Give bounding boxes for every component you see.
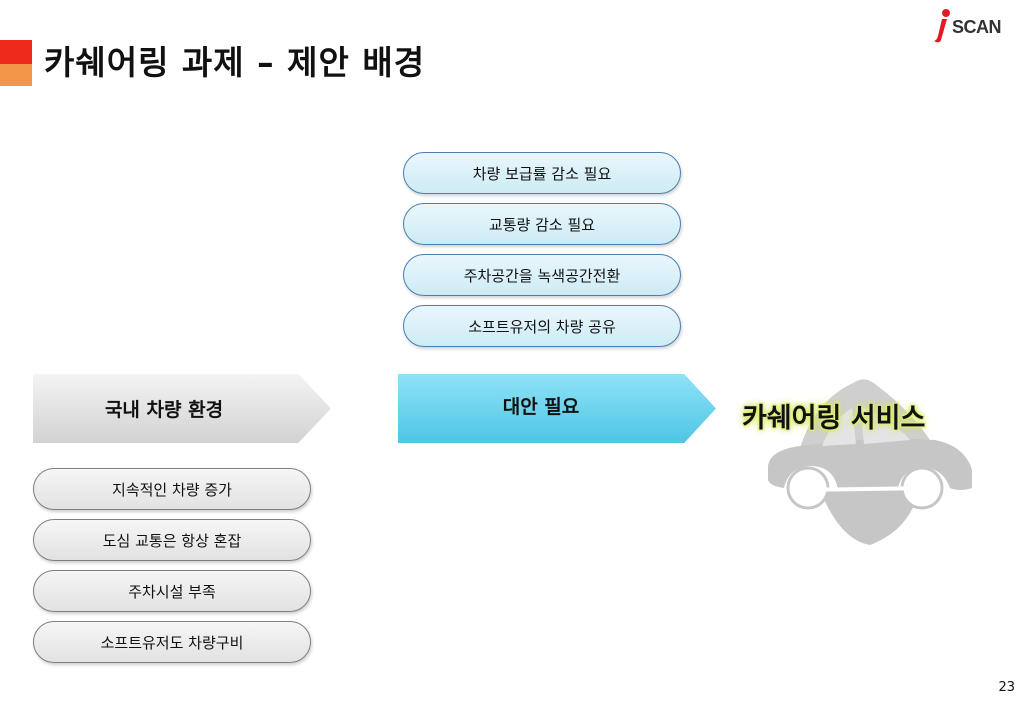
car-icon [768,379,972,545]
i-logo-icon [934,9,950,43]
alternative-needed-arrow: 대안 필요 [398,374,716,443]
page-number: 23 [998,680,1015,695]
need-item-label: 소프트유저의 차량 공유 [468,317,616,336]
logo-text: SCAN [952,17,1002,37]
title-accent-orange [0,64,32,86]
carsharing-service-title: 카쉐어링 서비스 [742,403,926,434]
need-item-label: 주차공간을 녹색공간전환 [463,266,621,285]
issue-item-label: 주차시설 부족 [128,582,216,601]
issue-item-label: 도심 교통은 항상 혼잡 [102,531,242,550]
issue-item: 주차시설 부족 [33,570,311,612]
title-accent-red [0,40,32,64]
need-item: 주차공간을 녹색공간전환 [403,254,681,296]
domestic-environment-label: 국내 차량 환경 [104,399,224,421]
issue-item-label: 지속적인 차량 증가 [112,480,232,499]
page-title: 카쉐어링 과제 – 제안 배경 [44,43,426,82]
need-item: 소프트유저의 차량 공유 [403,305,681,347]
issue-item-label: 소프트유저도 차량구비 [100,633,244,652]
domestic-environment-arrow: 국내 차량 환경 [33,374,331,443]
issue-item: 도심 교통은 항상 혼잡 [33,519,311,561]
alternative-needed-label: 대안 필요 [502,396,580,418]
issue-item: 지속적인 차량 증가 [33,468,311,510]
issue-item: 소프트유저도 차량구비 [33,621,311,663]
need-item: 차량 보급률 감소 필요 [403,152,681,194]
need-item: 교통량 감소 필요 [403,203,681,245]
need-item-label: 차량 보급률 감소 필요 [472,164,612,183]
need-item-label: 교통량 감소 필요 [488,215,596,234]
iscan-logo: SCAN [930,8,1015,44]
